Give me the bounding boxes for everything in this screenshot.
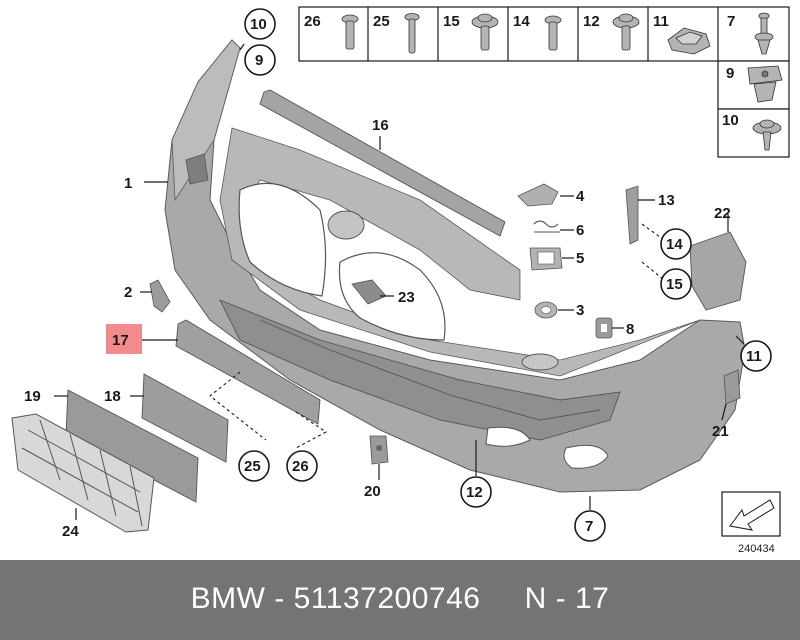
parts-diagram: 26 25 15 14 12 11 7 9 10: [11, 6, 790, 555]
callout-2: 2: [124, 284, 132, 301]
long-screw-icon: [404, 13, 420, 54]
callout-circle-26: [286, 450, 318, 482]
clip-20: [369, 435, 389, 465]
flange-screw-icon: [612, 13, 640, 51]
grommet-3: [534, 301, 558, 319]
hw-label-12: 12: [583, 13, 600, 30]
callout-circle-25: [238, 450, 270, 482]
support-strut-13: [625, 185, 639, 245]
callout-8: 8: [626, 321, 634, 338]
callout-circle-14: [660, 228, 692, 260]
bracket-21: [723, 369, 741, 405]
callout-4: 4: [576, 188, 585, 205]
callout-17-highlight: [106, 324, 142, 354]
license-plate-base-17: [175, 319, 321, 425]
bumper-cover: [164, 39, 746, 493]
callout-10: 10: [250, 16, 267, 33]
plate-18: [141, 373, 229, 463]
clip-nut-icon: [667, 27, 711, 55]
callout-18: 18: [104, 388, 121, 405]
hw-label-14: 14: [513, 13, 530, 30]
pad-8: [595, 317, 613, 339]
bracket-5: [529, 247, 563, 271]
callout-3: 3: [576, 302, 584, 319]
callout-14: 14: [666, 236, 683, 253]
callout-16: 16: [372, 117, 389, 134]
callout-24: 24: [62, 523, 79, 540]
flange-screw-icon: [471, 13, 499, 51]
spring-clip-6: [533, 220, 560, 233]
diagram-canvas: 26 25 15 14 12 11 7 9 10: [11, 6, 790, 555]
hw-label-25: 25: [373, 13, 390, 30]
side-bracket-22: [689, 231, 747, 311]
callout-21: 21: [712, 423, 729, 440]
diagram-number: 240434: [738, 543, 775, 555]
callout-20: 20: [364, 483, 381, 500]
hw-label-7: 7: [727, 13, 735, 30]
hw-label-11: 11: [653, 13, 669, 30]
washer-cap-4: [517, 183, 559, 207]
callout-circle-11: [740, 340, 772, 372]
callout-circle-9: [244, 44, 276, 76]
callout-circle-15: [660, 268, 692, 300]
callout-19: 19: [24, 388, 41, 405]
callout-9: 9: [255, 52, 263, 69]
footer-part-info: BMW - 51137200746 N - 17: [190, 582, 610, 615]
callout-26: 26: [292, 458, 309, 475]
upper-trim-strip: [259, 89, 506, 237]
screw-icon: [341, 14, 359, 50]
callout-circle-10: [244, 8, 276, 40]
footer-bar: BMW - 51137200746 N - 17: [0, 560, 800, 640]
callout-5: 5: [576, 250, 584, 267]
hw-label-10: 10: [722, 112, 739, 129]
rivet-icon: [754, 12, 774, 55]
callout-12: 12: [466, 484, 483, 501]
callout-circle-12: [460, 476, 492, 508]
callout-23: 23: [398, 289, 415, 306]
callout-circle-7: [574, 510, 606, 542]
callout-25: 25: [244, 458, 261, 475]
leader-lines: [54, 43, 745, 520]
expansion-nut-icon: [747, 65, 783, 103]
bracket-2: [149, 279, 171, 313]
callout-6: 6: [576, 222, 584, 239]
callout-22: 22: [714, 205, 731, 222]
callout-1: 1: [124, 175, 132, 192]
hw-label-9: 9: [726, 65, 734, 82]
plate-19: [65, 389, 199, 503]
callout-17: 17: [112, 332, 129, 349]
callout-15: 15: [666, 276, 683, 293]
callout-7: 7: [585, 518, 593, 535]
screw-icon: [544, 15, 562, 51]
arrow-icon: [721, 491, 781, 537]
callout-13: 13: [658, 192, 675, 209]
hw-label-26: 26: [304, 13, 321, 30]
callout-11: 11: [746, 348, 762, 365]
grille-carrier-24: [11, 413, 155, 533]
hw-label-15: 15: [443, 13, 460, 30]
flange-screw-icon: [752, 119, 782, 151]
